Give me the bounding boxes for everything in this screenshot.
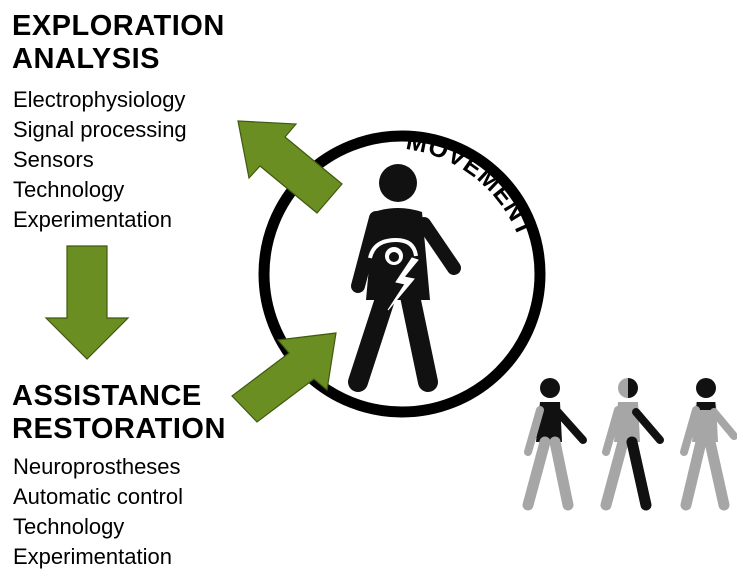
list-item: Technology (13, 177, 125, 202)
exploration-list: Electrophysiology Signal processing Sens… (13, 85, 187, 235)
arrow-up-right-icon (231, 332, 337, 423)
list-item: Experimentation (13, 207, 172, 232)
assistance-title-line2: RESTORATION (12, 413, 226, 445)
list-item: Automatic control (13, 484, 183, 509)
person-icon (348, 164, 461, 392)
exploration-title-line2: ANALYSIS (12, 43, 160, 75)
arrow-down-icon (44, 245, 130, 360)
list-item: Signal processing (13, 117, 187, 142)
list-item: Sensors (13, 147, 94, 172)
list-item: Experimentation (13, 544, 172, 569)
arrow-up-left-icon (237, 120, 343, 214)
list-item: Neuroprostheses (13, 454, 181, 479)
list-item: Technology (13, 514, 125, 539)
exploration-heading: EXPLORATION ANALYSIS (12, 10, 225, 76)
assistance-title-line1: ASSISTANCE (12, 380, 202, 412)
walking-person-icon (680, 378, 737, 511)
walking-person-icon (600, 378, 664, 511)
lightning-icon (387, 257, 419, 311)
exploration-title-line1: EXPLORATION (12, 10, 225, 42)
walking-person-icon (522, 378, 587, 511)
list-item: Electrophysiology (13, 87, 186, 112)
assistance-heading: ASSISTANCE RESTORATION (12, 380, 226, 446)
assistance-list: Neuroprostheses Automatic control Techno… (13, 452, 183, 572)
